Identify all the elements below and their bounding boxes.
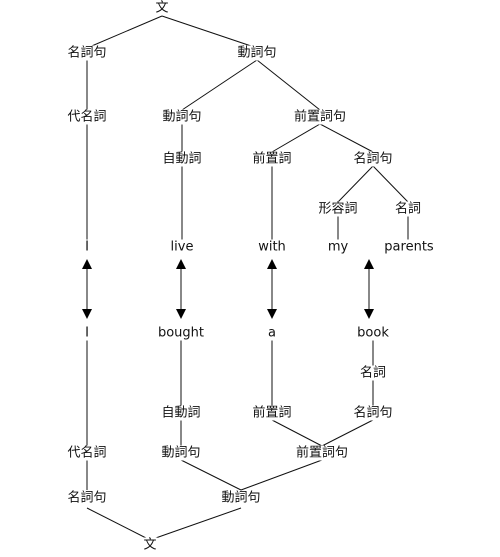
top-prep-label: 前置詞 <box>251 151 293 167</box>
edge <box>372 165 409 203</box>
bottom-np-label: 名詞句 <box>66 490 108 506</box>
bottom-vp-label: 動詞句 <box>220 490 262 506</box>
bottom-pron-label: 代名詞 <box>66 445 108 461</box>
top-np-label: 名詞句 <box>66 45 108 61</box>
bottom-word-label: I <box>84 325 90 341</box>
edge <box>149 507 242 541</box>
bottom-noun-label: 名詞 <box>358 365 388 381</box>
top-pron-label: 代名詞 <box>66 109 108 125</box>
bottom-word-label: book <box>356 325 390 341</box>
bottom-word-label: bought <box>156 325 206 341</box>
top-word-label: with <box>257 239 287 255</box>
bottom-prep-label: 前置詞 <box>251 405 293 421</box>
top-word-label: I <box>84 239 90 255</box>
top-adj-label: 形容詞 <box>317 201 359 217</box>
edge <box>256 59 321 111</box>
edge <box>86 15 163 49</box>
top-word-label: parents <box>383 239 435 255</box>
bottom-pp-label: 前置詞句 <box>294 445 350 461</box>
top-word-label: my <box>326 239 350 255</box>
bottom-np2-label: 名詞句 <box>352 405 394 421</box>
top-vp-inner-label: 動詞句 <box>161 109 203 125</box>
edge <box>161 15 258 49</box>
top-vi-label: 自動詞 <box>161 151 203 167</box>
top-np2-label: 名詞句 <box>352 151 394 167</box>
bottom-vp-inner-label: 動詞句 <box>160 445 202 461</box>
top-noun-label: 名詞 <box>393 201 423 217</box>
edge <box>337 165 374 203</box>
edge <box>319 123 374 153</box>
edge <box>271 419 323 447</box>
bottom-root-label: 文 <box>142 537 158 553</box>
edge <box>181 59 258 111</box>
bottom-vi-label: 自動詞 <box>160 405 202 421</box>
top-vp-label: 動詞句 <box>236 45 278 61</box>
bottom-word-label: a <box>267 325 277 341</box>
top-root-label: 文 <box>154 0 170 16</box>
edge <box>180 459 242 491</box>
top-pp-label: 前置詞句 <box>292 109 348 125</box>
top-word-label: live <box>169 239 195 255</box>
edge <box>271 123 321 153</box>
edge <box>86 507 151 541</box>
edge <box>321 419 374 447</box>
edge <box>240 459 323 491</box>
